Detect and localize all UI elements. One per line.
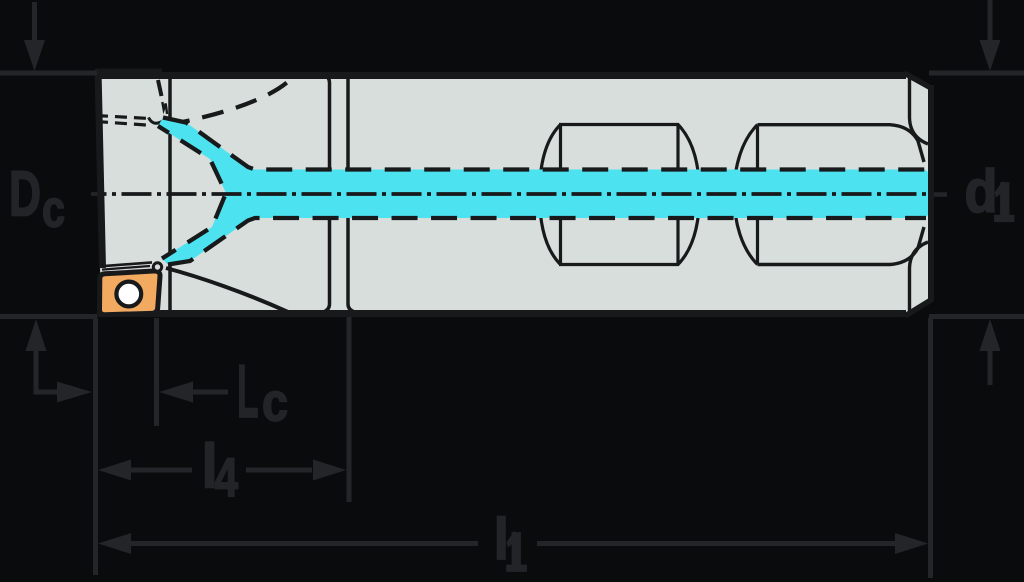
svg-text:4: 4 [215, 446, 239, 508]
svg-text:D: D [9, 158, 41, 230]
svg-text:d: d [965, 158, 998, 225]
svg-text:c: c [42, 181, 65, 239]
svg-text:c: c [262, 373, 288, 433]
svg-text:L: L [237, 349, 259, 433]
